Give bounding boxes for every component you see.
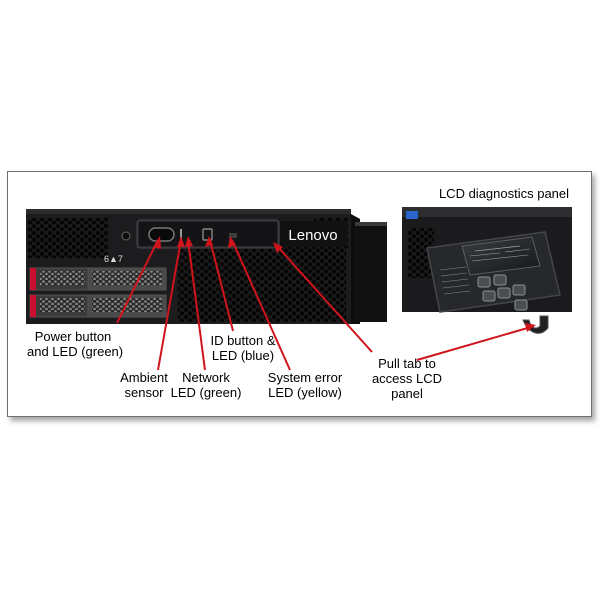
callout-line-lcd xyxy=(416,326,532,361)
callout-network-led: Network LED (green) xyxy=(167,370,245,400)
drive-bay-2[interactable] xyxy=(29,294,167,318)
lcd-diagnostics-panel xyxy=(402,207,572,334)
callout-syserr-line1: System error xyxy=(267,370,343,385)
callout-pulltab-line2: access LCD xyxy=(371,371,443,386)
ambient-sensor-icon xyxy=(180,229,182,240)
callout-line-ambient xyxy=(157,239,182,371)
callout-network-line2: LED (green) xyxy=(170,385,242,400)
callout-line-pulltab xyxy=(276,245,373,353)
callout-power-line1: Power button xyxy=(34,329,112,344)
arrowhead-power xyxy=(153,236,161,249)
callout-id-button: ID button & LED (blue) xyxy=(205,333,281,363)
callout-line-id xyxy=(209,239,234,332)
arrowhead-id xyxy=(205,236,213,247)
callout-ambient-sensor: Ambient sensor xyxy=(112,370,176,400)
operator-panel xyxy=(136,219,280,249)
vent-grille-left xyxy=(28,218,108,258)
callout-line-network xyxy=(187,239,206,371)
vent-grille-right xyxy=(178,247,346,322)
callout-syserr-line2: LED (yellow) xyxy=(268,385,342,400)
arrowhead-pulltab xyxy=(273,242,283,253)
callout-id-line1: ID button & xyxy=(210,333,276,348)
callout-pulltab-line1: Pull tab to xyxy=(378,356,436,371)
system-error-led-icon xyxy=(229,233,237,238)
callout-ambient-line1: Ambient xyxy=(120,370,168,385)
brand-logo: Lenovo xyxy=(288,227,337,244)
arrowhead-ambient xyxy=(177,236,185,247)
callout-ambient-line2: sensor xyxy=(124,385,164,400)
callout-system-error-led: System error LED (yellow) xyxy=(262,370,348,400)
callout-power-line2: and LED (green) xyxy=(27,344,124,359)
arrowhead-network xyxy=(185,236,193,247)
callout-pulltab-line3: panel xyxy=(391,386,423,401)
lcd-panel-title: LCD diagnostics panel xyxy=(439,186,569,201)
lcd-pull-tab[interactable] xyxy=(355,222,387,322)
chassis-screw-icon xyxy=(121,231,131,241)
callout-arrowheads xyxy=(153,236,536,332)
power-button-icon[interactable] xyxy=(148,227,175,242)
arrowhead-syserr xyxy=(228,236,236,248)
id-button-icon[interactable] xyxy=(202,228,213,241)
callout-pull-tab: Pull tab to access LCD panel xyxy=(368,356,446,401)
callout-line-syserr xyxy=(231,239,291,371)
callout-line-power xyxy=(116,239,159,324)
callout-lines xyxy=(116,239,532,371)
callout-power-button: Power button and LED (green) xyxy=(27,329,124,359)
brand-badge xyxy=(280,221,347,247)
arrowhead-lcd xyxy=(525,323,536,332)
callout-network-line1: Network xyxy=(182,370,230,385)
bay-marking: 6▲7 xyxy=(104,254,123,264)
drive-bay-1[interactable] xyxy=(29,267,167,291)
callout-id-line2: LED (blue) xyxy=(211,348,275,363)
